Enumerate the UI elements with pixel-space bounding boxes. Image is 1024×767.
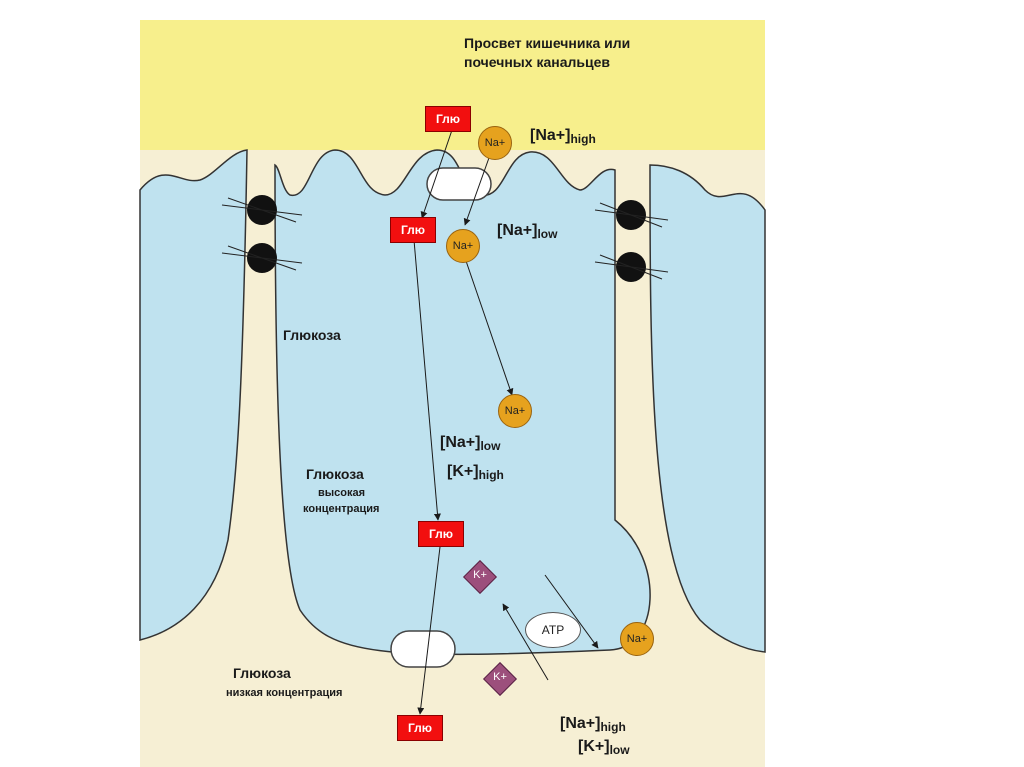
label-glucose-high: Глюкоза — [306, 466, 364, 482]
tight-junction-left — [221, 195, 303, 273]
glucose-tag-cell-top: Глю — [390, 217, 436, 243]
label-high-word: высокая — [318, 487, 366, 499]
sodium-ion-cell: Na+ — [498, 394, 532, 428]
arrow-glucose-out — [417, 546, 441, 715]
label-low-concentration: низкая концентрация — [226, 687, 343, 699]
conc-blood-k: [K+]low — [578, 738, 630, 757]
conc-blood-na: [Na+]high — [560, 715, 626, 734]
label-concentration-word: концентрация — [303, 503, 380, 515]
tight-junction-right — [594, 200, 669, 282]
apical-transporter — [426, 167, 492, 201]
arrow-potassium-pump — [502, 603, 549, 681]
lumen-title-line2: почечных канальцев — [464, 54, 610, 70]
conc-cell-apical-na: [Na+]low — [497, 222, 558, 241]
potassium-ion-blood-label: K+ — [493, 671, 507, 683]
sodium-ion-entry: Na+ — [446, 229, 480, 263]
conc-cell-k: [K+]high — [447, 463, 504, 482]
glucose-tag-blood: Глю — [397, 715, 443, 741]
sodium-ion-blood: Na+ — [620, 622, 654, 656]
arrow-glucose-cell — [413, 239, 441, 521]
central-cell — [274, 149, 651, 656]
sodium-ion-lumen: Na+ — [478, 126, 512, 160]
potassium-ion-cell-label: K+ — [473, 569, 487, 581]
arrow-sodium-in — [463, 154, 491, 226]
glucose-tag-cell: Глю — [418, 521, 464, 547]
conc-lumen-na: [Na+]high — [530, 127, 596, 146]
arrow-sodium-pump — [544, 574, 599, 649]
conc-cell-na: [Na+]low — [440, 434, 501, 453]
label-glucose: Глюкоза — [283, 327, 341, 343]
glucose-tag-lumen: Глю — [425, 106, 471, 132]
lumen-title-line1: Просвет кишечника или — [464, 35, 631, 51]
right-cell — [649, 164, 766, 653]
basal-transporter — [390, 630, 456, 668]
arrow-glucose-in — [420, 129, 453, 219]
arrow-sodium-cell — [464, 257, 514, 396]
label-glucose-low: Глюкоза — [233, 665, 291, 681]
atp-pump: ATP — [525, 612, 581, 648]
left-cell — [139, 149, 248, 641]
